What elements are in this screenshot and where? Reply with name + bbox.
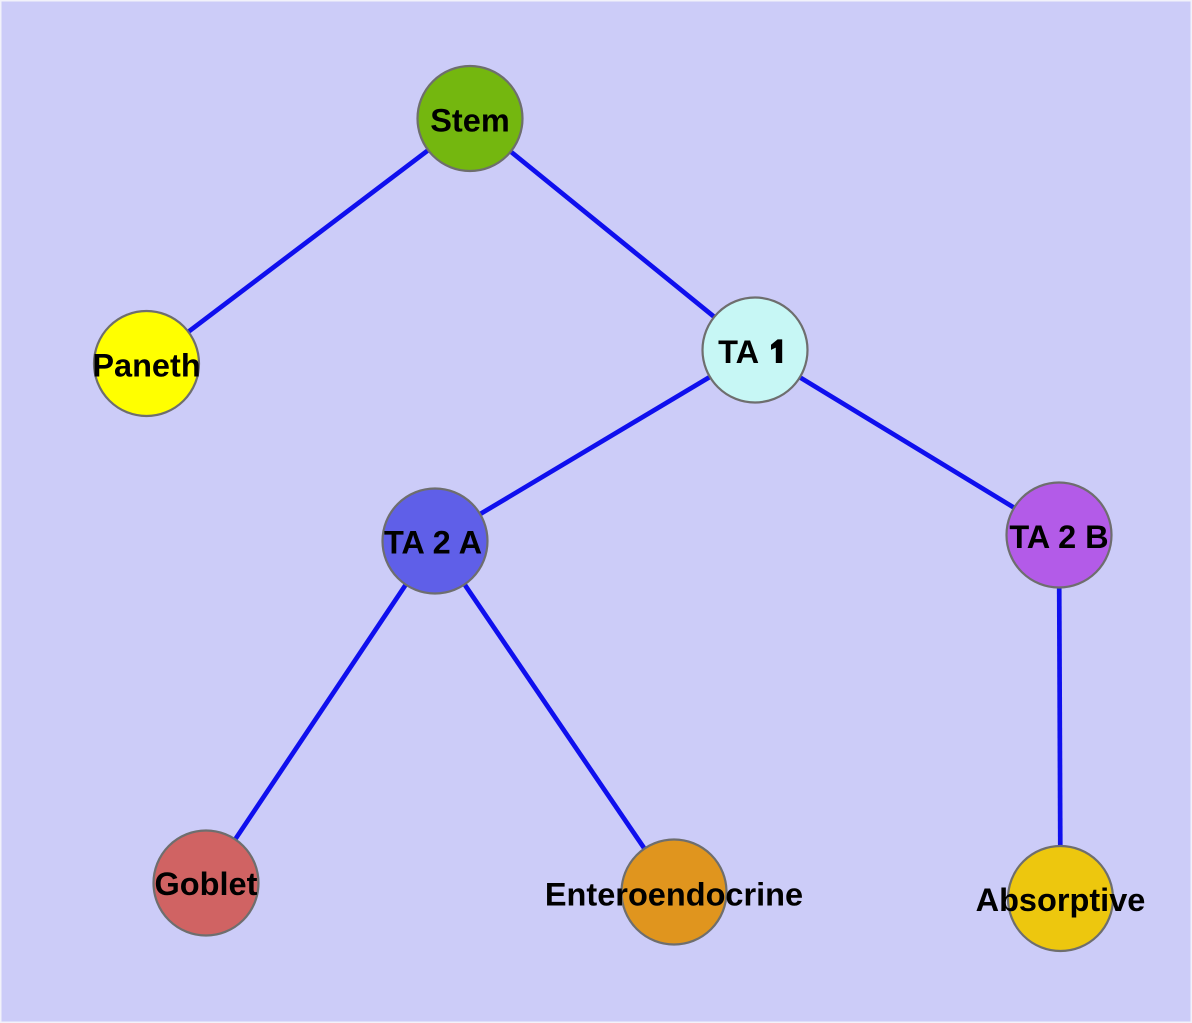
svg-text:TA: TA [718,334,759,370]
svg-text:Paneth: Paneth [92,348,200,384]
svg-text:Goblet: Goblet [155,866,258,902]
svg-text:Enteroendocrine: Enteroendocrine [545,877,803,913]
svg-text:Stem: Stem [430,103,509,139]
svg-text:TA 2 A: TA 2 A [384,525,482,561]
svg-text:Absorptive: Absorptive [976,882,1146,918]
svg-text:TA 2 B: TA 2 B [1009,519,1108,555]
